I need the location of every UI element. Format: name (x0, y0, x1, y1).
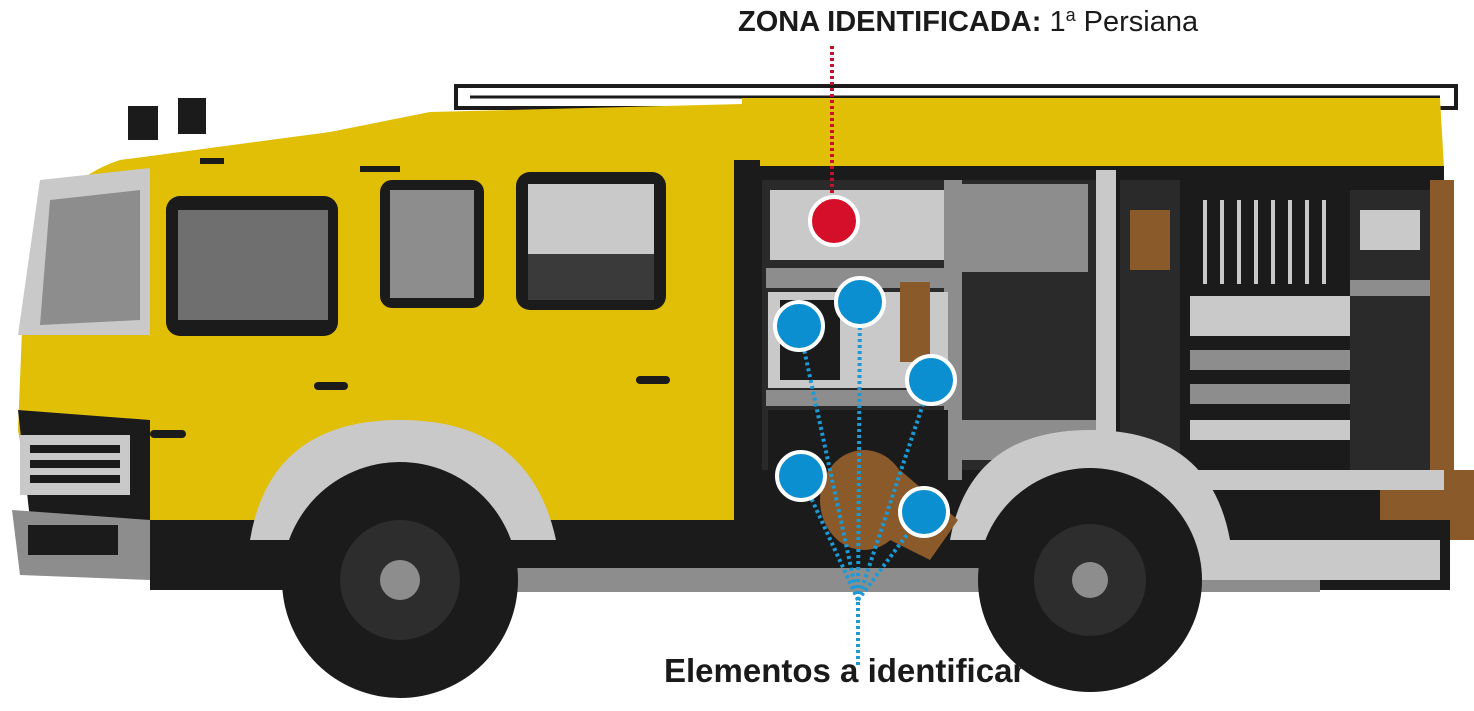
elements-to-identify-label: Elementos a identificar (664, 652, 1026, 689)
cab-windows (166, 160, 760, 540)
zone-value-suffix: Persiana (1075, 6, 1199, 38)
cab-details (150, 158, 670, 438)
cab-front (12, 168, 150, 580)
zone-identified-title: ZONA IDENTIFICADA: 1a Persiana (738, 5, 1199, 39)
rear-wheel (950, 430, 1230, 692)
zone-value-sup: a (1065, 5, 1076, 25)
element-marker-1[interactable] (773, 300, 825, 352)
zone-label: ZONA IDENTIFICADA: (738, 6, 1042, 38)
element-marker-5[interactable] (898, 486, 950, 538)
front-wheel (250, 420, 556, 698)
zone-marker-red[interactable] (808, 195, 860, 247)
zone-value-prefix: 1 (1049, 6, 1066, 38)
element-marker-4[interactable] (775, 450, 827, 502)
roof-ladder (128, 84, 1458, 140)
rear-body-top (742, 98, 1444, 168)
element-marker-2[interactable] (834, 276, 886, 328)
element-marker-3[interactable] (905, 354, 957, 406)
